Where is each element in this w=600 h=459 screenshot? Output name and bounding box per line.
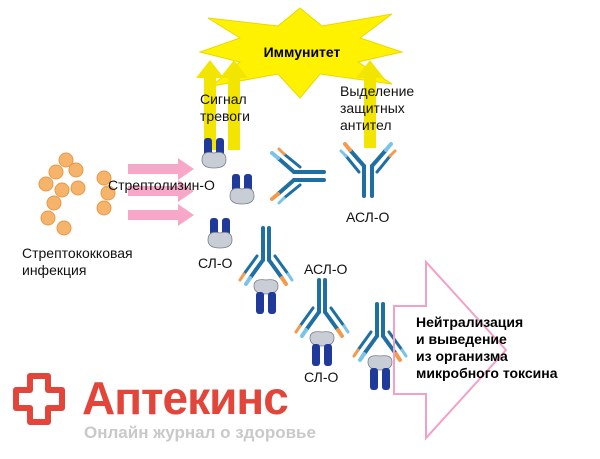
logo-name: Аптекинс [82, 372, 288, 424]
neutralization-label-4: микробного токсина [416, 365, 558, 381]
slo-label-bottom: СЛ-О [304, 369, 338, 385]
antibody-release-label-3: антител [340, 117, 392, 133]
neutralization-label-1: Нейтрализация [416, 314, 523, 330]
logo: Аптекинс Онлайн журнал о здоровье [13, 372, 316, 442]
signal-arrow [196, 60, 248, 150]
antibody-release-label-2: защитных [340, 100, 405, 116]
aslo-label-top: АСЛ-О [346, 209, 390, 225]
streptolysin-label: Стрептолизин-О [108, 177, 215, 193]
antibody [339, 142, 397, 200]
bacteria-cluster [38, 152, 116, 236]
aslo-label-mid: АСЛ-О [304, 261, 348, 277]
pharmacy-cross-icon [13, 373, 65, 425]
logo-tagline: Онлайн журнал о здоровье [84, 423, 316, 442]
neutralization-label-3: из организма [416, 348, 508, 364]
streptolysin-toxin [207, 217, 233, 249]
antibody-release-label-1: Выделение [340, 83, 414, 99]
antibody-toxin-complex [352, 300, 408, 392]
strep-infection-label-2: инфекция [22, 262, 86, 278]
immunity-star [198, 7, 404, 99]
strep-infection-label-1: Стрептококковая [22, 245, 133, 261]
antibody-release-arrow [356, 60, 384, 148]
neutralization-label-2: и выведение [416, 331, 507, 347]
streptolysin-toxin [229, 173, 255, 205]
antibody-toxin-complex [238, 224, 294, 316]
neutralization-arrow [393, 259, 508, 441]
slo-label-left: СЛ-О [198, 255, 232, 271]
alarm-signal-label-1: Сигнал [200, 91, 247, 107]
immunity-label: Иммунитет [264, 44, 341, 60]
pink-arrows [128, 158, 194, 226]
antibody [270, 147, 328, 205]
antibody-toxin-complex [294, 276, 350, 368]
alarm-signal-label-2: тревоги [200, 108, 250, 124]
